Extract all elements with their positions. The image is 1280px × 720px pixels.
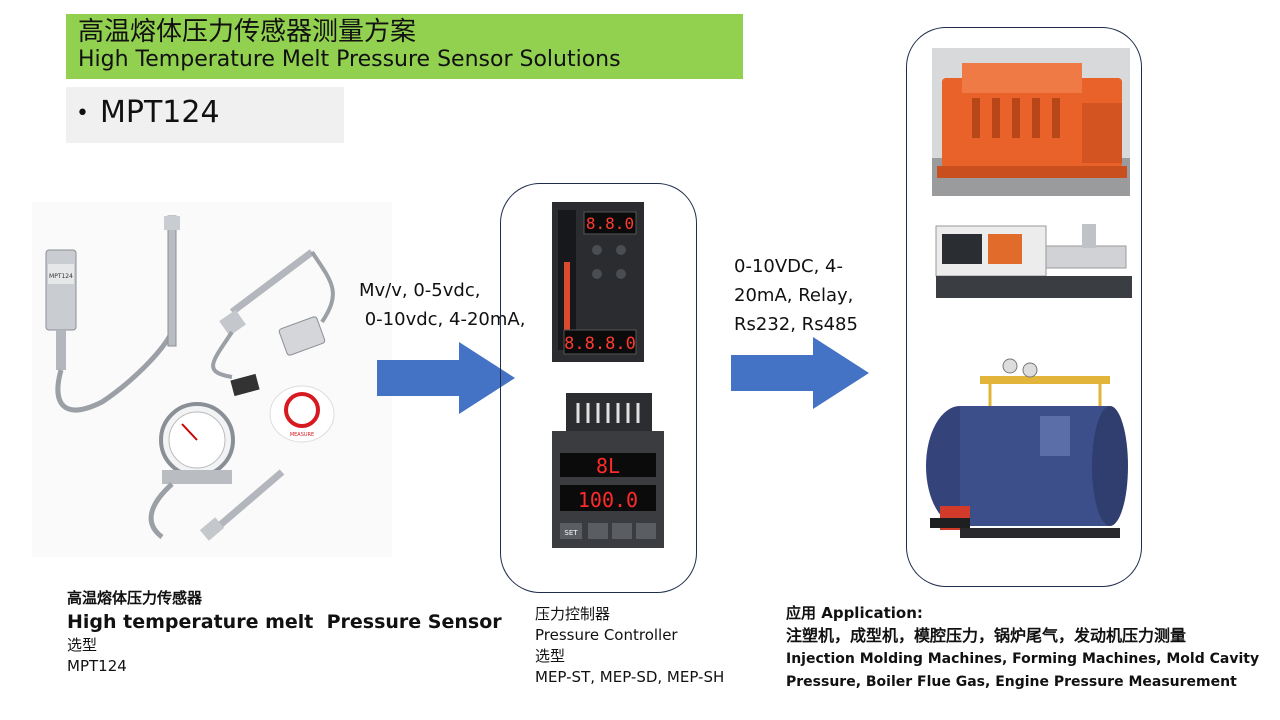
sensor-caption-en: High temperature melt Pressure Sensor [67,611,502,633]
top-display-readout: 8.8.0 [586,214,634,233]
arrow-right-icon [377,342,515,414]
set-key-label: SET [564,529,578,537]
controller-caption-models: MEP-ST, MEP-SD, MEP-SH [535,668,725,686]
model-box: • MPT124 [66,87,344,143]
bottom-display-readout: 8.8.8.0 [564,334,636,354]
panel-controller-photo: 8L 100.0 SET [552,393,664,548]
title-banner: 高温熔体压力传感器测量方案 High Temperature Melt Pres… [66,14,743,79]
sensor-caption: 高温熔体压力传感器 High temperature melt Pressure… [67,588,502,677]
application-heading: 应用 Application: [786,604,923,622]
controller-caption: 压力控制器 Pressure Controller 选型 MEP-ST, MEP… [535,604,775,688]
sensor-print-label: MPT124 [49,273,73,280]
signal-input-line2: 0-10vdc, 4-20mA, [359,309,526,330]
logo-text: MEASURE [290,432,314,438]
controller-caption-zh: 压力控制器 [535,605,611,623]
sensor-caption-zh: 高温熔体压力传感器 [67,589,203,607]
injection-machine-photo [932,216,1136,306]
arrow-right-icon [731,337,869,409]
application-panel [906,27,1142,587]
pv-readout: 8L [596,454,620,478]
sensor-product-photo: MPT124 MEASURE [32,202,392,557]
signal-input-text: Mv/v, 0-5vdc, 0-10vdc, 4-20mA, [359,276,525,334]
controller-caption-en: Pressure Controller [535,626,678,644]
signal-output-line1: 0-10VDC, 4- [734,256,843,277]
application-en-line2: Pressure, Boiler Flue Gas, Engine Pressu… [786,674,1237,690]
sensor-illustration: MPT124 MEASURE [45,215,335,541]
signal-output-line2: 20mA, Relay, [734,285,854,306]
bullet-icon: • [76,100,89,126]
application-caption: 应用 Application: 注塑机，成型机，模腔压力，锅炉尾气，发动机压力测… [786,603,1266,694]
bar-controller-photo: 8.8.0 8.8.8.0 [552,202,644,362]
sv-readout: 100.0 [578,488,638,512]
controller-panel [500,183,697,593]
sensor-caption-select: 选型 [67,636,98,654]
title-english: High Temperature Melt Pressure Sensor So… [78,47,621,72]
generator-photo [932,48,1130,196]
signal-output-line3: Rs232, Rs485 [734,314,858,335]
signal-output-text: 0-10VDC, 4- 20mA, Relay, Rs232, Rs485 [734,252,858,339]
model-name: MPT124 [100,95,220,130]
controller-caption-select: 选型 [535,647,566,665]
application-en-line1: Injection Molding Machines, Forming Mach… [786,651,1260,667]
sensor-caption-model: MPT124 [67,657,127,675]
boiler-photo [920,356,1128,552]
signal-input-line1: Mv/v, 0-5vdc, [359,280,481,301]
title-chinese: 高温熔体压力传感器测量方案 [78,17,417,47]
application-zh: 注塑机，成型机，模腔压力，锅炉尾气，发动机压力测量 [786,626,1187,645]
